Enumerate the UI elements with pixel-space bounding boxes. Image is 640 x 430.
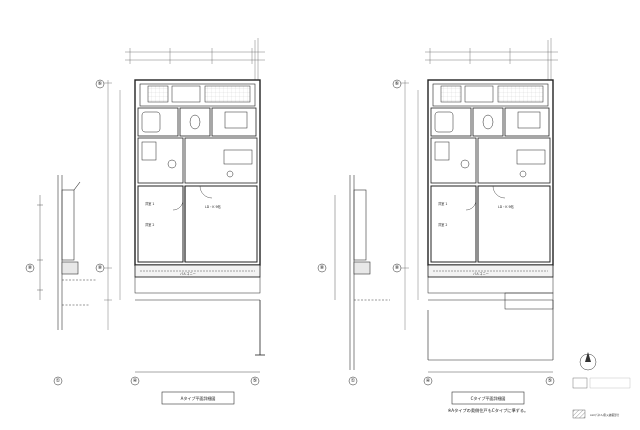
svg-text:①: ① — [351, 378, 356, 384]
svg-text:⑧: ⑧ — [98, 265, 103, 271]
north-arrow-pointer-icon — [585, 352, 591, 362]
svg-text:⑧: ⑧ — [395, 265, 400, 271]
plan-a-labels: 洋室 1 LD・K 9帖 洋室 2 バルコニー — [145, 201, 222, 276]
svg-text:⑥: ⑥ — [395, 81, 400, 87]
plan-c-note: ※Aタイプの奥側住戸もCタイプに準ずる。 — [448, 407, 529, 414]
svg-text:⑥: ⑥ — [98, 81, 103, 87]
legend: ALCパネル/耐火被覆部分 — [572, 352, 631, 419]
plan-a-room-3: 洋室 2 — [145, 222, 154, 227]
plan-c-room-3: 洋室 2 — [438, 222, 447, 227]
plan-c — [401, 38, 558, 373]
plan-c-room-2: LD・K 9帖 — [498, 204, 515, 209]
plan-a-caption: Aタイプ平面詳細図 — [181, 395, 216, 401]
plan-a — [104, 38, 265, 373]
legend-hatch-label: ALCパネル/耐火被覆部分 — [590, 413, 620, 417]
plan-a-room-2: LD・K 9帖 — [205, 204, 222, 209]
left-section-view — [37, 175, 96, 330]
plan-c-caption-box: Cタイプ平面詳細図 ※Aタイプの奥側住戸もCタイプに準ずる。 — [448, 391, 529, 414]
plan-c-caption: Cタイプ平面詳細図 — [471, 395, 506, 401]
plan-a-room-1: 洋室 1 — [145, 201, 154, 206]
svg-text:⑤: ⑤ — [548, 378, 552, 384]
right-section-view — [334, 175, 390, 370]
svg-text:①: ① — [56, 378, 61, 384]
plan-c-room-4: バルコニー — [473, 272, 489, 276]
svg-text:⑧: ⑧ — [28, 265, 33, 271]
plan-c-room-1: 洋室 1 — [438, 201, 447, 206]
plan-a-grid: ⑥ ⑧ ⑧ ① ④ ⑤ — [25, 79, 260, 386]
svg-text:⑤: ⑤ — [253, 378, 257, 384]
svg-text:④: ④ — [426, 378, 431, 384]
svg-text:⑧: ⑧ — [320, 265, 325, 271]
plan-a-caption-box: Aタイプ平面詳細図 — [161, 391, 235, 405]
plan-c-grid: ⑥ ⑧ ⑧ ① ④ ⑤ — [317, 79, 555, 386]
plan-c-labels: 洋室 1 LD・K 9帖 洋室 2 バルコニー — [438, 201, 515, 276]
svg-text:④: ④ — [133, 378, 138, 384]
hatch-swatch — [572, 409, 586, 419]
plan-a-room-4: バルコニー — [180, 272, 196, 276]
